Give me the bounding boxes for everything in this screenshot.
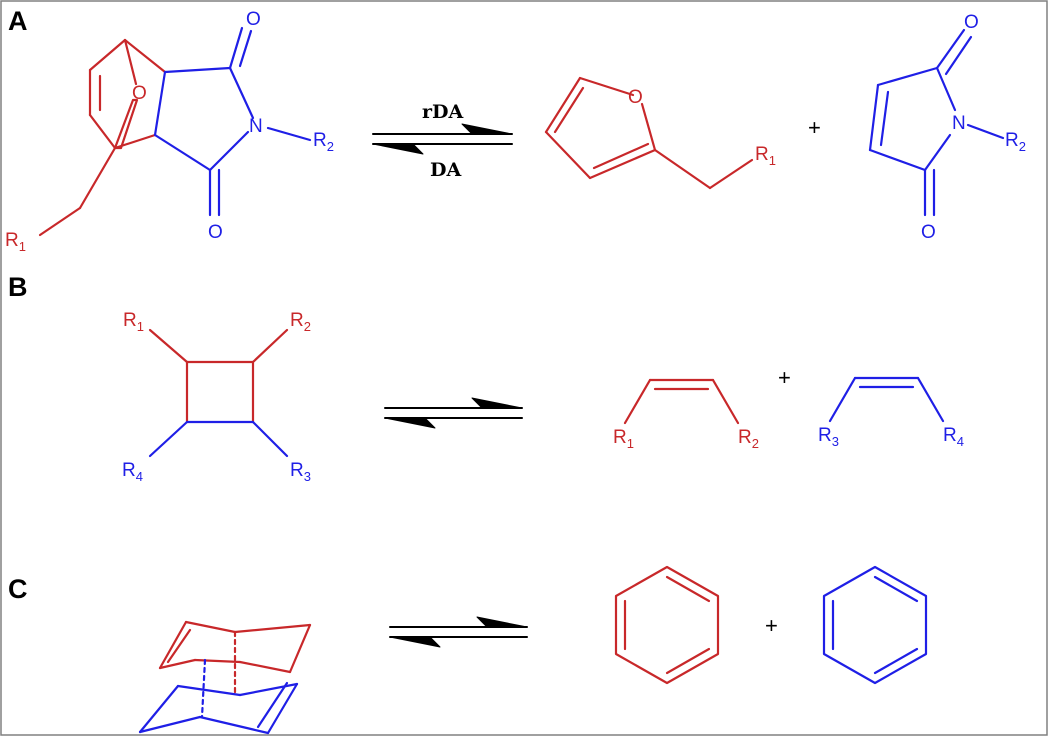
imide-nitrogen-label: N — [249, 116, 263, 137]
equilibrium-arrow-a — [372, 123, 513, 155]
maleimide-nitrogen-label: N — [952, 113, 966, 134]
rda-label: rDA — [422, 101, 463, 123]
furan-molecule — [544, 76, 754, 190]
benzene-blue — [822, 565, 928, 685]
r2-label-adduct: R2 — [313, 130, 334, 154]
bridge-oxygen-label: O — [132, 83, 147, 104]
panel-label-c: C — [8, 574, 28, 604]
alkene-red — [623, 378, 740, 425]
r2-label-cyclobutane: R2 — [290, 310, 311, 334]
cyclobutane-blue-half — [148, 420, 289, 458]
carbonyl-oxygen-bottom: O — [208, 222, 223, 243]
r1-label-adduct: R1 — [5, 230, 26, 254]
r2-label-alkene: R2 — [738, 427, 759, 451]
r3-label-alkene: R3 — [818, 425, 839, 449]
equilibrium-arrow-b — [384, 397, 523, 429]
oxanorbornene-red-fragment — [38, 38, 167, 237]
imide-blue-fragment — [153, 26, 312, 217]
r4-label-alkene: R4 — [943, 425, 964, 449]
carbonyl-oxygen-top: O — [246, 9, 261, 30]
equilibrium-arrow-c — [389, 616, 528, 648]
panel-label-b: B — [8, 272, 28, 302]
plus-sign-a: + — [808, 115, 821, 140]
da-label: DA — [430, 159, 461, 181]
r3-label-cyclobutane: R3 — [290, 460, 311, 484]
maleimide-oxygen-top: O — [964, 12, 979, 33]
panel-label-a: A — [8, 6, 28, 36]
r1-label-cyclobutane: R1 — [123, 310, 144, 334]
r1-label-furan: R1 — [755, 144, 776, 168]
r4-label-cyclobutane: R4 — [122, 460, 143, 484]
maleimide-molecule — [868, 28, 1005, 217]
furan-oxygen-label: O — [628, 87, 643, 108]
alkene-blue — [828, 376, 945, 423]
maleimide-oxygen-bottom: O — [921, 222, 936, 243]
cyclobutane-red-half — [148, 328, 289, 424]
plus-sign-b: + — [778, 365, 791, 390]
dimer-blue-ring — [138, 658, 299, 735]
dimer-red-ring — [158, 620, 312, 697]
r2-label-maleimide: R2 — [1005, 130, 1026, 154]
r1-label-alkene: R1 — [613, 427, 634, 451]
plus-sign-c: + — [765, 613, 778, 638]
benzene-red — [614, 565, 720, 685]
